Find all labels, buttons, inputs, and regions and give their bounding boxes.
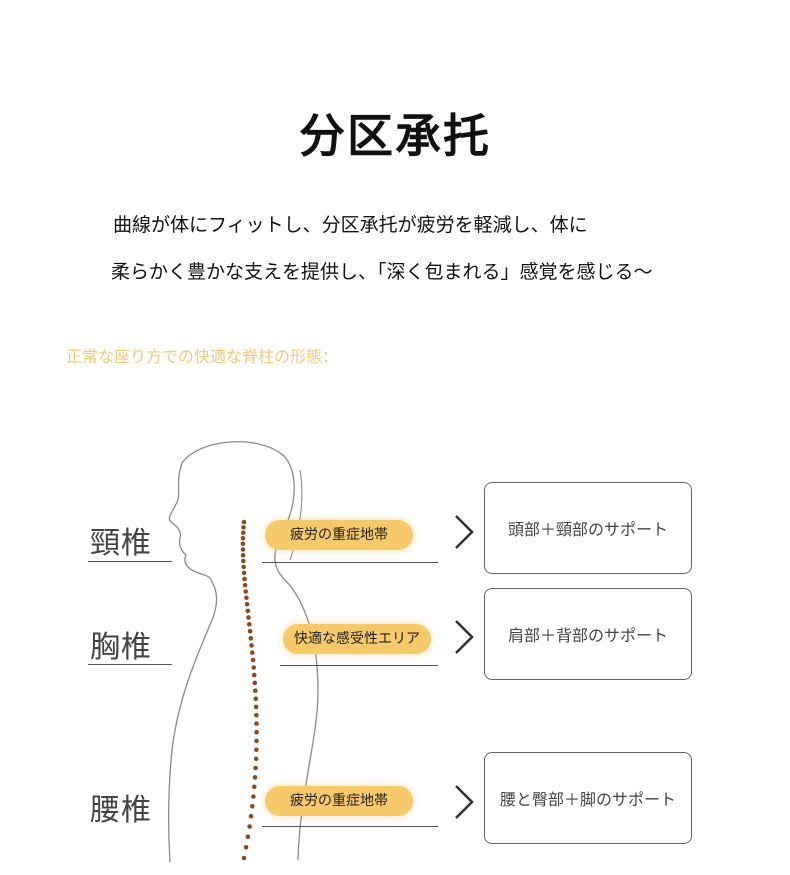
tag-underline-cervical xyxy=(262,562,438,563)
region-label-cervical: 頸椎 xyxy=(90,526,152,561)
spine-dot xyxy=(243,589,248,594)
chevron-right-icon xyxy=(455,620,474,654)
silhouette-outline xyxy=(181,441,319,861)
page-title: 分区承托 xyxy=(299,109,491,163)
spine-dot xyxy=(250,657,256,663)
support-box-thoracic: 肩部＋背部のサポート xyxy=(484,588,692,680)
spine-dot xyxy=(252,775,258,780)
spine-dot xyxy=(247,628,253,634)
spine-dot xyxy=(253,696,259,702)
spine-dot xyxy=(244,595,249,601)
spine-dots xyxy=(240,519,259,861)
spine-dot xyxy=(240,536,246,541)
spine-dot xyxy=(250,650,255,655)
support-box-lumbar: 腰と臀部＋脚のサポート xyxy=(484,752,692,844)
spine-dot xyxy=(254,729,259,735)
description-line-1: 曲線が体にフィットし、分区承托が疲労を軽減し、体に xyxy=(113,214,588,236)
spine-dot xyxy=(241,558,246,564)
region-label-lumbar: 腰椎 xyxy=(90,793,152,828)
silhouette-back xyxy=(168,581,218,863)
spine-dot xyxy=(241,855,247,861)
spine-dot xyxy=(254,747,259,753)
region-tag-cervical: 疲労の重症地帯 xyxy=(265,520,413,550)
region-underline-thoracic xyxy=(88,664,172,665)
description-line-2: 柔らかく豊かな支えを提供し、「深く包まれる」感覚を感じる〜 xyxy=(111,261,653,283)
spine-dot xyxy=(254,721,259,726)
spine-dot xyxy=(240,552,246,558)
spine-dot xyxy=(240,541,246,547)
spine-dot xyxy=(250,804,255,809)
spine-dot xyxy=(252,672,257,678)
spine-dot xyxy=(241,525,246,530)
spine-dot xyxy=(241,519,247,525)
silhouette-neck-inner xyxy=(289,469,303,561)
spine-dot xyxy=(253,704,259,710)
spine-dot xyxy=(242,576,247,582)
spine-dot xyxy=(248,814,254,819)
region-underline-cervical xyxy=(88,561,172,562)
spine-dot xyxy=(252,680,258,686)
region-label-thoracic: 胸椎 xyxy=(90,630,152,665)
spine-dot xyxy=(242,582,248,588)
region-tag-thoracic: 快適な感受性エリア xyxy=(283,624,431,654)
spine-dot xyxy=(244,602,250,607)
spine-dot xyxy=(240,530,246,536)
spine-dot xyxy=(249,643,254,648)
spine-dot xyxy=(253,765,258,771)
support-box-cervical: 頭部＋頸部のサポート xyxy=(484,482,692,574)
spine-dot xyxy=(253,688,258,693)
spine-dot xyxy=(251,665,256,670)
spine-dot xyxy=(245,834,251,840)
chevron-right-icon xyxy=(455,785,474,819)
spine-subheading: 正常な座り方での快適な脊柱の形態： xyxy=(66,347,339,366)
spine-dot xyxy=(241,570,247,576)
silhouette-face xyxy=(168,462,213,583)
spine-dot xyxy=(247,622,252,627)
spine-dot xyxy=(245,608,251,614)
spine-dot xyxy=(240,547,246,552)
spine-dot xyxy=(248,636,254,641)
tag-underline-thoracic xyxy=(280,665,438,666)
spine-dot xyxy=(252,784,257,790)
region-tag-lumbar: 疲労の重症地帯 xyxy=(265,786,413,816)
chevron-right-icon xyxy=(455,515,474,549)
tag-underline-lumbar xyxy=(262,826,438,827)
spine-dot xyxy=(243,845,249,850)
spine-dot xyxy=(247,824,252,829)
spine-dot xyxy=(253,756,259,762)
spine-dot xyxy=(254,738,259,744)
spine-dot xyxy=(241,564,246,570)
spine-dot xyxy=(254,712,259,718)
spine-dot xyxy=(246,615,251,620)
spine-dot xyxy=(251,794,256,799)
